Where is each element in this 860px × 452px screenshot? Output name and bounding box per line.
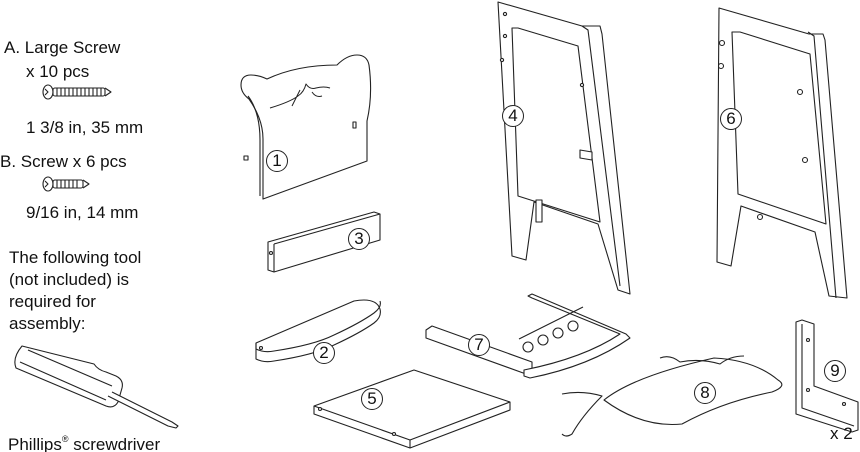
tool-type: screwdriver	[68, 435, 161, 452]
part-6-right-frame	[716, 7, 848, 299]
hardware-b-label: B. Screw x 6 pcs	[0, 152, 127, 171]
tool-brand: Phillips	[8, 435, 62, 452]
hardware-b-size: 9/16 in, 14 mm	[26, 203, 139, 222]
screwdriver-icon	[14, 345, 179, 429]
part-number-2: 2	[313, 342, 335, 364]
part-number-3: 3	[348, 228, 370, 250]
part-9-qty: x 2	[830, 424, 853, 443]
hardware-a-size: 1 3/8 in, 35 mm	[26, 118, 144, 137]
tool-note-line-2: (not included) is	[9, 270, 130, 289]
hardware-a-qty: x 10 pcs	[26, 62, 90, 81]
part-number-6: 6	[720, 108, 742, 130]
part-number-5: 5	[361, 388, 383, 410]
hardware-a-label: A. Large Screw	[4, 38, 121, 57]
part-number-8: 8	[694, 382, 716, 404]
tool-note-line-4: assembly:	[9, 314, 86, 333]
part-number-7: 7	[468, 334, 490, 356]
tool-note-line-3: required for	[9, 292, 96, 311]
small-screw-icon	[42, 176, 90, 192]
part-5-seat-board	[313, 369, 511, 449]
part-8-cushion	[561, 355, 783, 437]
part-number-9: 9	[824, 360, 846, 382]
large-screw-icon	[42, 84, 112, 100]
part-1-headboard	[240, 54, 372, 200]
part-2-shelf	[255, 299, 381, 363]
part-3-rail	[267, 211, 381, 273]
part-number-4: 4	[502, 105, 524, 127]
registered-mark: ®	[61, 434, 69, 444]
tool-note-line-1: The following tool	[9, 248, 142, 267]
part-7-front-rail	[425, 293, 631, 379]
part-number-1: 1	[266, 150, 288, 172]
part-4-left-frame	[497, 1, 631, 295]
tool-name: Phillips® screwdriver	[8, 429, 160, 452]
part-9-l-bracket	[795, 319, 859, 433]
